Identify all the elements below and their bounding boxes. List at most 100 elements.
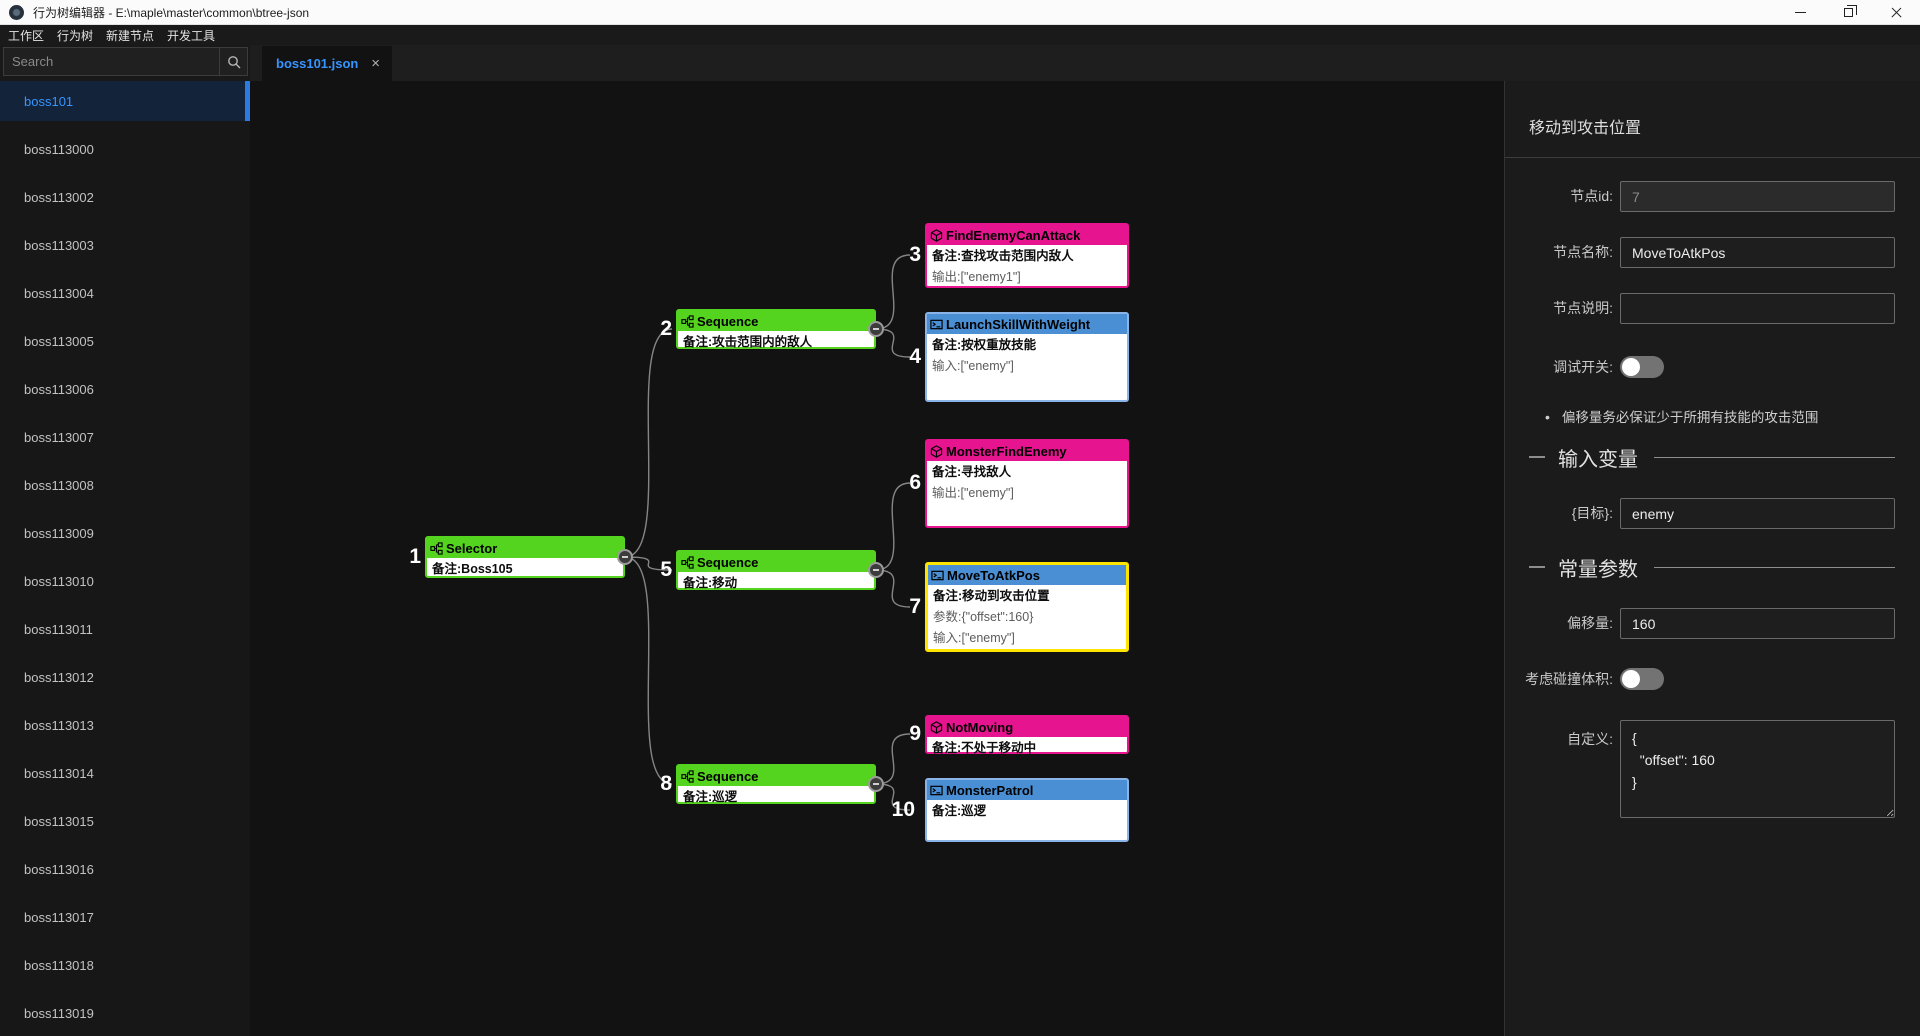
composite-icon — [430, 541, 443, 555]
tab-close-icon[interactable]: × — [371, 55, 380, 72]
sidebar-item-boss113016[interactable]: boss113016 — [24, 861, 94, 877]
node-index-label: 9 — [909, 722, 921, 745]
tree-node-sequence-move[interactable]: Sequence 备注:移动 — [676, 550, 876, 590]
tab-boss101-json[interactable]: boss101.json × — [262, 46, 392, 81]
sidebar-item-boss113010[interactable]: boss113010 — [24, 573, 94, 589]
edge-5-6 — [875, 482, 911, 571]
collision-toggle[interactable] — [1620, 668, 1664, 690]
search-icon — [227, 55, 240, 68]
sidebar-item-boss113009[interactable]: boss113009 — [24, 525, 94, 541]
custom-label: 自定义: — [1567, 731, 1613, 747]
restore-icon — [1843, 5, 1857, 17]
menu-behavior-tree[interactable]: 行为树 — [57, 28, 94, 43]
toggle-knob — [1622, 358, 1640, 376]
section-rule — [1654, 566, 1895, 568]
inspector-panel: 移动到攻击位置 节点id: 节点名称: 节点说明: 调试开关: •偏移量务必保证… — [1504, 81, 1920, 1036]
sidebar-item-boss113011[interactable]: boss113011 — [24, 621, 93, 637]
target-field[interactable] — [1620, 498, 1895, 529]
menu-workspace[interactable]: 工作区 — [8, 28, 45, 43]
node-index-label: 8 — [660, 772, 672, 795]
sidebar-item-boss113012[interactable]: boss113012 — [24, 669, 94, 685]
tree-node-monster-patrol[interactable]: MonsterPatrol 备注:巡逻 — [925, 778, 1129, 842]
edge-8-9 — [875, 733, 911, 785]
node-index-label: 1 — [409, 545, 421, 568]
node-index-label: 5 — [660, 558, 672, 581]
tab-strip: boss101.json × — [250, 45, 1920, 81]
action-icon — [930, 785, 943, 795]
menu-new-node[interactable]: 新建节点 — [106, 28, 155, 43]
sidebar-item-boss113000[interactable]: boss113000 — [24, 141, 94, 157]
sidebar-item-boss113013[interactable]: boss113013 — [24, 717, 94, 733]
condition-icon — [930, 228, 943, 242]
sidebar-item-boss113017[interactable]: boss113017 — [24, 909, 94, 925]
collision-toggle-label: 考虑碰撞体积: — [1525, 671, 1613, 687]
out-port[interactable] — [868, 776, 884, 792]
node-index-label: 6 — [909, 471, 921, 494]
hint-note: •偏移量务必保证少于所拥有技能的攻击范围 — [1545, 409, 1819, 425]
node-index-label: 10 — [891, 798, 915, 821]
edge-1-5 — [624, 556, 673, 571]
tab-label: boss101.json — [276, 56, 359, 71]
out-port[interactable] — [868, 321, 884, 337]
sidebar-item-boss113014[interactable]: boss113014 — [24, 765, 94, 781]
minimize-button[interactable] — [1776, 0, 1824, 25]
tree-node-find-enemy-can-attack[interactable]: FindEnemyCanAttack 备注:查找攻击范围内敌人输出:["enem… — [925, 223, 1129, 288]
sidebar-item-boss113008[interactable]: boss113008 — [24, 477, 94, 493]
sidebar-item-boss113007[interactable]: boss113007 — [24, 429, 94, 445]
title-bar: 行为树编辑器 - E:\maple\master\common\btree-js… — [0, 0, 1920, 25]
offset-field[interactable] — [1620, 608, 1895, 639]
edge-1-8 — [624, 556, 673, 785]
action-icon — [930, 319, 943, 329]
debug-toggle[interactable] — [1620, 356, 1664, 378]
search-button[interactable] — [219, 48, 247, 75]
menu-bar: 工作区 行为树 新建节点 开发工具 — [0, 25, 1920, 45]
inspector-title: 移动到攻击位置 — [1529, 120, 1642, 137]
search-box — [3, 47, 248, 76]
custom-json-field[interactable]: { "offset": 160 } — [1620, 720, 1895, 818]
node-desc-field[interactable] — [1620, 293, 1895, 324]
sidebar-item-boss113002[interactable]: boss113002 — [24, 189, 94, 205]
sidebar-item-boss113015[interactable]: boss113015 — [24, 813, 94, 829]
node-index-label: 3 — [909, 243, 921, 266]
tree-canvas[interactable]: 1 Selector 备注:Boss105 2 Sequence 备注:攻击范围… — [250, 81, 1504, 1036]
toggle-knob — [1622, 670, 1640, 688]
offset-label: 偏移量: — [1567, 615, 1613, 631]
tree-node-monster-find-enemy[interactable]: MonsterFindEnemy 备注:寻找敌人输出:["enemy"] — [925, 439, 1129, 528]
close-icon — [1890, 6, 1903, 19]
tree-node-selector[interactable]: Selector 备注:Boss105 — [425, 536, 625, 578]
out-port[interactable] — [868, 562, 884, 578]
close-button[interactable] — [1872, 0, 1920, 25]
composite-icon — [681, 314, 694, 328]
window-controls — [1776, 0, 1920, 25]
section-const-params[interactable]: 常量参数 — [1529, 553, 1895, 581]
node-index-label: 2 — [660, 317, 672, 340]
node-index-label: 4 — [909, 345, 921, 368]
edge-2-3 — [875, 254, 911, 330]
sidebar-item-boss113004[interactable]: boss113004 — [24, 285, 94, 301]
restore-button[interactable] — [1824, 0, 1872, 25]
action-icon — [931, 570, 944, 580]
sidebar-item-boss101[interactable]: boss101 — [0, 81, 250, 121]
tree-node-not-moving[interactable]: NotMoving 备注:不处于移动中 — [925, 715, 1129, 755]
out-port[interactable] — [617, 549, 633, 565]
tree-node-move-to-atk-pos[interactable]: MoveToAtkPos 备注:移动到攻击位置参数:{"offset":160}… — [925, 562, 1129, 652]
search-input[interactable] — [4, 48, 219, 75]
edge-8-10 — [875, 783, 911, 811]
sidebar-item-boss113006[interactable]: boss113006 — [24, 381, 94, 397]
collapse-dash-icon — [1529, 566, 1545, 568]
node-name-field[interactable] — [1620, 237, 1895, 268]
node-index-label: 7 — [909, 595, 921, 618]
sidebar-item-boss113019[interactable]: boss113019 — [24, 1005, 94, 1021]
tree-node-launch-skill-with-weight[interactable]: LaunchSkillWithWeight 备注:按权重放技能输入:["enem… — [925, 312, 1129, 402]
section-input-vars[interactable]: 输入变量 — [1529, 443, 1895, 471]
tree-node-sequence-attack[interactable]: Sequence 备注:攻击范围内的敌人 — [676, 309, 876, 349]
sidebar-item-boss113005[interactable]: boss113005 — [24, 333, 94, 349]
node-id-field[interactable] — [1620, 181, 1895, 212]
edge-1-2 — [624, 328, 673, 558]
sidebar-item-boss113018[interactable]: boss113018 — [24, 957, 94, 973]
window-title: 行为树编辑器 - E:\maple\master\common\btree-js… — [33, 5, 310, 20]
sidebar-item-boss113003[interactable]: boss113003 — [24, 237, 94, 253]
node-desc-label: 节点说明: — [1553, 300, 1613, 316]
menu-dev-tools[interactable]: 开发工具 — [167, 28, 216, 43]
tree-node-sequence-patrol[interactable]: Sequence 备注:巡逻 — [676, 764, 876, 804]
